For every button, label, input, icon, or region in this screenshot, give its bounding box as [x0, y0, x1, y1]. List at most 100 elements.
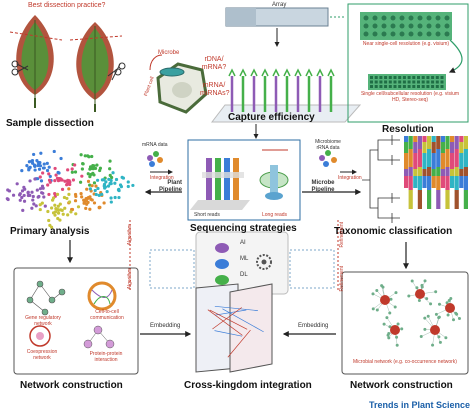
stack-segment	[431, 136, 436, 142]
umap-point	[58, 202, 62, 206]
stack-segment	[417, 176, 422, 190]
spot	[417, 23, 423, 29]
spot	[408, 31, 414, 37]
spot	[370, 76, 373, 79]
umap-point	[93, 188, 97, 193]
spot	[363, 23, 369, 29]
spot	[388, 85, 392, 88]
umap-point	[107, 177, 111, 181]
node	[400, 327, 404, 331]
stack-segment	[431, 142, 436, 153]
link	[227, 329, 251, 358]
spot	[384, 85, 388, 88]
umap-point	[76, 205, 81, 209]
probe-tip	[305, 68, 313, 77]
node	[393, 305, 397, 309]
gear-icon	[256, 254, 272, 270]
hub-node	[390, 325, 400, 335]
umap-point	[26, 190, 30, 194]
umap-point	[55, 192, 60, 196]
umap-point	[109, 196, 113, 200]
long-reads-label: Long reads	[262, 212, 288, 218]
node	[434, 290, 438, 294]
umap-point	[74, 194, 78, 198]
node	[438, 340, 442, 344]
stack-segment	[408, 167, 413, 176]
umap-point	[87, 155, 91, 159]
stack-segment	[459, 153, 464, 169]
umap-point	[45, 161, 49, 165]
spot	[435, 31, 441, 37]
stack-segment	[463, 136, 468, 149]
umap-point	[53, 210, 58, 214]
umap-point	[88, 207, 92, 211]
umap-point	[39, 179, 44, 183]
network-left-frame	[13, 267, 139, 375]
stack-segment	[454, 167, 459, 176]
umap-point	[73, 163, 77, 167]
spot	[402, 85, 406, 88]
umap-point	[48, 180, 52, 184]
umap-point	[69, 210, 73, 214]
probe-tip	[283, 68, 291, 77]
umap-point	[102, 182, 107, 187]
umap-point	[121, 176, 126, 180]
node	[457, 317, 461, 321]
probe-tip	[250, 68, 258, 77]
node	[444, 336, 448, 340]
umap-point	[36, 177, 40, 181]
stack-segment	[404, 169, 409, 176]
stack-segment	[445, 136, 450, 149]
stack-segment	[454, 190, 459, 209]
spot	[372, 23, 378, 29]
umap-point	[66, 213, 70, 217]
stack-segment	[450, 176, 455, 188]
spot	[390, 31, 396, 37]
link	[215, 309, 247, 316]
microbe-arrow	[149, 54, 163, 71]
node	[423, 316, 427, 320]
umap-point	[37, 167, 42, 171]
umap-point	[100, 192, 104, 196]
umap-point	[41, 171, 45, 175]
link	[209, 309, 248, 330]
umap-point	[79, 153, 83, 157]
spot	[363, 15, 369, 21]
umap-point	[81, 161, 85, 166]
read-column	[224, 158, 230, 200]
umap-point	[32, 202, 36, 206]
node	[445, 301, 449, 305]
spot	[444, 23, 450, 29]
spot	[384, 76, 388, 79]
umap-point	[85, 187, 89, 191]
spot	[417, 85, 420, 88]
stack-segment	[431, 169, 436, 176]
spot	[393, 80, 397, 84]
umap-point	[63, 206, 67, 210]
umap-point	[97, 205, 101, 210]
stack-segment	[450, 169, 455, 176]
umap-point	[68, 182, 72, 187]
umap-point	[34, 204, 38, 208]
probe-tip	[228, 68, 236, 77]
stack-segment	[427, 176, 432, 190]
long-reads-icon	[259, 149, 289, 200]
umap-point	[35, 158, 39, 163]
umap-point	[98, 168, 102, 173]
umap-point	[102, 178, 106, 182]
taxonomy-stacked-bars	[404, 136, 468, 209]
umap-point	[22, 199, 27, 203]
umap-point	[31, 194, 35, 199]
umap-point	[89, 197, 93, 201]
sequencer-base	[190, 200, 250, 210]
stack-segment	[404, 176, 409, 188]
stack-segment	[427, 190, 432, 209]
scissors-icon	[11, 60, 29, 76]
node	[396, 322, 400, 326]
spot	[393, 76, 397, 79]
spot	[444, 31, 450, 37]
spot	[417, 15, 423, 21]
probe-tip	[272, 68, 280, 77]
spot	[435, 85, 439, 88]
stack-segment	[450, 153, 455, 169]
